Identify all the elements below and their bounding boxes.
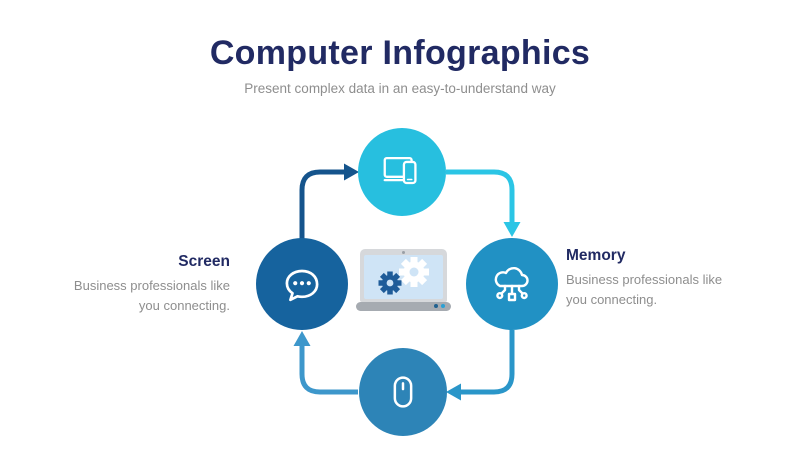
callout-description: Business professionals like you connecti… bbox=[566, 272, 723, 307]
arrow-left-to-top bbox=[299, 169, 345, 240]
node-devices bbox=[358, 128, 446, 216]
computer-mouse-icon bbox=[393, 376, 413, 408]
webcam-dot bbox=[401, 250, 406, 254]
node-chat bbox=[256, 238, 348, 330]
arrow-top-to-right bbox=[446, 169, 515, 223]
node-cloud bbox=[466, 238, 558, 330]
gears-icon bbox=[378, 257, 429, 295]
chat-bubble-icon bbox=[285, 269, 319, 302]
laptop-led-dot bbox=[434, 304, 438, 308]
callout-memory: Memory Business professionals like you c… bbox=[566, 247, 724, 309]
laptop-led-dot bbox=[441, 304, 445, 308]
arrowhead-into-top bbox=[344, 163, 359, 181]
arrow-right-to-bottom bbox=[460, 330, 515, 395]
laptop-screen bbox=[364, 255, 443, 299]
page-title: Computer Infographics bbox=[209, 34, 591, 72]
laptop-and-phone-icon bbox=[383, 156, 417, 185]
callout-description: Business professionals like you connecti… bbox=[73, 278, 230, 313]
callout-screen: Screen Business professionals like you c… bbox=[72, 253, 230, 315]
gear-dark-icon bbox=[378, 271, 402, 295]
arrowhead-into-right bbox=[503, 222, 521, 237]
arrow-bottom-to-left bbox=[299, 345, 358, 395]
page-subtitle: Present complex data in an easy-to-under… bbox=[244, 81, 556, 96]
laptop-illustration bbox=[360, 249, 447, 302]
node-mouse bbox=[359, 348, 447, 436]
arrowhead-into-left bbox=[293, 331, 311, 346]
cloud-computing-icon bbox=[494, 266, 529, 302]
gear-light-icon bbox=[399, 257, 429, 287]
arrowhead-into-bottom bbox=[446, 383, 461, 401]
callout-title: Memory bbox=[566, 247, 626, 264]
callout-title: Screen bbox=[178, 253, 230, 270]
laptop-base bbox=[356, 301, 451, 311]
